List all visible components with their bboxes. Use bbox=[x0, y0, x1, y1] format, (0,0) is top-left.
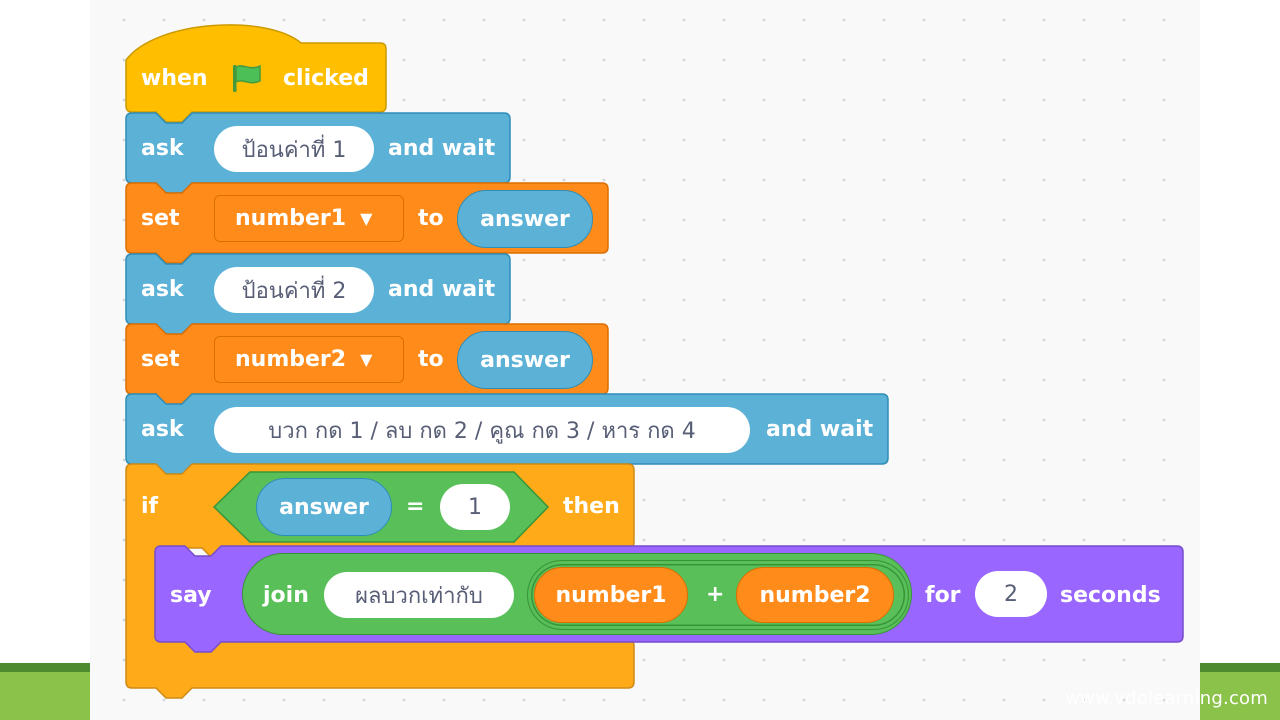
variable-name: number2 bbox=[235, 347, 347, 372]
ask-block-1[interactable]: ask ป้อนค่าที่ 1 and wait bbox=[125, 112, 512, 194]
if-then-block[interactable]: if answer = 1 then bbox=[125, 463, 636, 704]
slide-margin-right bbox=[1200, 0, 1280, 720]
ask-label: ask bbox=[141, 417, 184, 442]
seconds-input[interactable]: 2 bbox=[975, 571, 1047, 617]
equals-operator-label: = bbox=[406, 494, 425, 519]
to-label: to bbox=[418, 206, 444, 231]
join-reporter[interactable]: join ผลบวกเท่ากับ number1 + number2 bbox=[242, 553, 912, 635]
answer-reporter[interactable]: answer bbox=[457, 331, 593, 389]
and-wait-label: and wait bbox=[766, 417, 874, 442]
ask-question-input-1[interactable]: ป้อนค่าที่ 1 bbox=[214, 126, 374, 172]
join-label: join bbox=[263, 583, 309, 608]
say-for-secs-block[interactable]: say join ผลบวกเท่ากับ number1 + number2 … bbox=[154, 545, 1187, 656]
variable-name: number1 bbox=[235, 206, 347, 231]
watermark: www.vdolearning.com bbox=[1065, 688, 1268, 709]
ask-question-input-3[interactable]: บวก กด 1 / ลบ กด 2 / คูณ กด 3 / หาร กด 4 bbox=[214, 407, 750, 453]
slide-accent-left bbox=[0, 663, 90, 720]
ask-question-input-2[interactable]: ป้อนค่าที่ 2 bbox=[214, 267, 374, 313]
equals-condition[interactable]: answer = 1 bbox=[212, 471, 552, 543]
variable-dropdown-1[interactable]: number1 ▼ bbox=[214, 195, 404, 242]
ask-block-3[interactable]: ask บวก กด 1 / ลบ กด 2 / คูณ กด 3 / หาร … bbox=[125, 393, 890, 475]
for-label: for bbox=[925, 583, 961, 608]
ask-label: ask bbox=[141, 136, 184, 161]
dropdown-caret-icon: ▼ bbox=[360, 209, 373, 228]
set-label: set bbox=[141, 206, 180, 231]
variable-dropdown-2[interactable]: number2 ▼ bbox=[214, 336, 404, 383]
clicked-label: clicked bbox=[283, 66, 369, 91]
dropdown-caret-icon: ▼ bbox=[360, 350, 373, 369]
answer-reporter[interactable]: answer bbox=[457, 190, 593, 248]
set-label: set bbox=[141, 347, 180, 372]
ask-block-2[interactable]: ask ป้อนค่าที่ 2 and wait bbox=[125, 253, 512, 335]
set-variable-block-1[interactable]: set number1 ▼ to answer bbox=[125, 182, 610, 264]
plus-operator-label: + bbox=[706, 582, 725, 607]
seconds-label: seconds bbox=[1060, 583, 1161, 608]
and-wait-label: and wait bbox=[388, 136, 496, 161]
to-label: to bbox=[418, 347, 444, 372]
number2-reporter[interactable]: number2 bbox=[736, 567, 894, 623]
number1-reporter[interactable]: number1 bbox=[534, 567, 688, 623]
set-variable-block-2[interactable]: set number2 ▼ to answer bbox=[125, 323, 610, 405]
slide-margin-left bbox=[0, 0, 90, 720]
then-label: then bbox=[563, 494, 620, 519]
say-label: say bbox=[170, 583, 212, 608]
when-flag-clicked-block[interactable]: when clicked bbox=[125, 18, 388, 123]
answer-reporter[interactable]: answer bbox=[256, 478, 392, 536]
slide-accent-right bbox=[1200, 663, 1280, 720]
ask-label: ask bbox=[141, 277, 184, 302]
if-label: if bbox=[141, 494, 159, 519]
join-text-input[interactable]: ผลบวกเท่ากับ bbox=[324, 572, 514, 618]
when-label: when bbox=[141, 66, 208, 91]
and-wait-label: and wait bbox=[388, 277, 496, 302]
addition-reporter[interactable]: number1 + number2 bbox=[527, 560, 909, 630]
green-flag-icon bbox=[230, 62, 266, 94]
compare-value-input[interactable]: 1 bbox=[440, 484, 510, 530]
